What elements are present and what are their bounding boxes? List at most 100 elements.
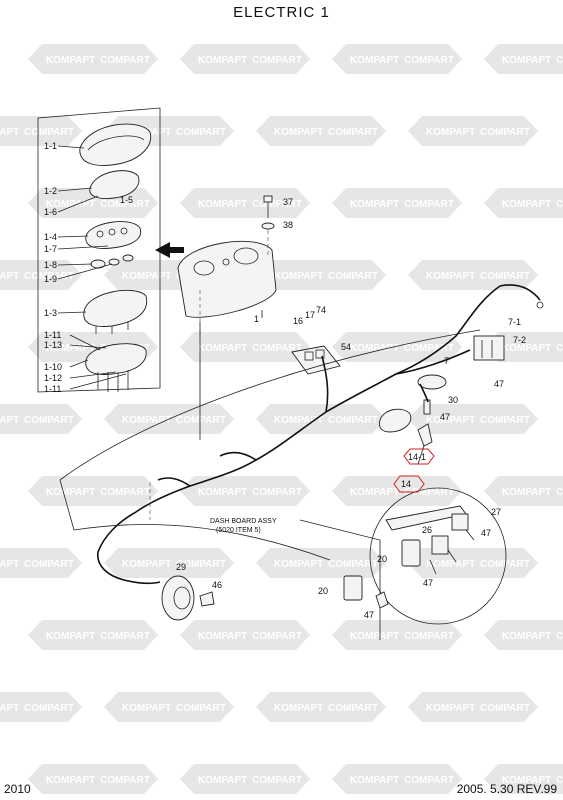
watermark-text-a: KOMPAPT [502,55,551,66]
watermark-text-a: KOMPAPT [0,559,19,570]
label-1-2: 1-2 [44,186,57,196]
watermark-text-a: KOMPAPT [198,775,247,786]
watermark-text-b: COMPART [24,271,74,282]
label-16: 16 [293,316,303,326]
watermark-text-b: COMPART [480,415,530,426]
footer-revision: 2005. 5.30 REV.99 [456,782,557,796]
watermark-text-a: KOMPAPT [502,343,551,354]
watermark-tile: KOMPAPT COMPART [180,476,310,506]
watermark-text-b: COMPART [404,775,454,786]
instrument-cluster-part [177,240,277,335]
watermark-text-a: KOMPAPT [350,487,399,498]
label-7-1: 7-1 [508,317,521,327]
hour-meter-part [161,575,215,621]
watermark-tile: KOMPAPT COMPART [408,260,538,290]
watermark-text-b: COMPART [100,775,150,786]
watermark-text-b: COMPART [328,415,378,426]
watermark-text-b: COMPART [328,559,378,570]
watermark-text-b: COMPART [556,487,563,498]
watermark-layer: KOMPAPT COMPART KOMPAPT COMPART KOMPAPT COMPA… [0,44,563,794]
watermark-text-b: COMPART [404,631,454,642]
watermark-text-b: COMPART [252,343,302,354]
cluster-cover-part [79,123,152,166]
watermark-text-a: KOMPAPT [502,631,551,642]
label-7: 7 [444,356,449,366]
label-26: 26 [422,525,432,535]
watermark-text-a: KOMPAPT [198,487,247,498]
watermark-text-a: KOMPAPT [0,415,19,426]
label-1-8: 1-8 [44,260,57,270]
wiring-harness [97,284,541,585]
watermark-text-b: COMPART [556,199,563,210]
watermark-text-a: KOMPAPT [274,127,323,138]
watermark-text-a: KOMPAPT [46,775,95,786]
watermark-text-b: COMPART [556,343,563,354]
watermark-text-b: COMPART [404,55,454,66]
relay-module-part [473,301,544,361]
watermark-tile: KOMPAPT COMPART [332,764,462,794]
watermark-text-a: KOMPAPT [426,127,475,138]
watermark-text-b: COMPART [480,271,530,282]
label-17: 17 [305,310,315,320]
watermark-text-a: KOMPAPT [274,271,323,282]
watermark-text-b: COMPART [556,55,563,66]
watermark-tile: KOMPAPT COMPART [180,764,310,794]
watermark-text-a: KOMPAPT [426,415,475,426]
detail-circle [369,487,507,625]
label-37: 37 [283,197,293,207]
watermark-text-b: COMPART [176,415,226,426]
watermark-tile: KOMPAPT COMPART [28,476,158,506]
watermark-text-a: KOMPAPT [122,559,171,570]
watermark-text-a: KOMPAPT [198,199,247,210]
watermark-tile: KOMPAPT COMPART [332,476,462,506]
relay-lower-part [343,575,389,609]
watermark-text-a: KOMPAPT [122,271,171,282]
watermark-text-b: COMPART [176,559,226,570]
switch-panel-part [291,345,341,375]
watermark-text-b: COMPART [252,487,302,498]
watermark-text-b: COMPART [176,127,226,138]
circuit-board-part [85,343,147,392]
watermark-text-b: COMPART [252,775,302,786]
watermark-text-b: COMPART [404,199,454,210]
callout-hexagons [393,445,435,493]
watermark-text-b: COMPART [556,631,563,642]
watermark-tile: KOMPAPT COMPART [104,548,234,578]
watermark-text-b: COMPART [252,199,302,210]
note-line-2: (5020 ITEM 5) [216,527,261,534]
label-46: 46 [212,580,222,590]
watermark-text-a: KOMPAPT [350,775,399,786]
watermark-tile: KOMPAPT COMPART [180,188,310,218]
watermark-text-a: KOMPAPT [46,487,95,498]
watermark-text-b: COMPART [100,55,150,66]
watermark-text-b: COMPART [100,487,150,498]
watermark-text-a: KOMPAPT [426,271,475,282]
label-20-a: 20 [377,554,387,564]
label-1-1: 1-1 [44,141,57,151]
watermark-text-b: COMPART [24,703,74,714]
label-1-7: 1-7 [44,244,57,254]
watermark-text-a: KOMPAPT [274,415,323,426]
label-1-4: 1-4 [44,232,57,242]
key-switch-part [379,399,433,447]
label-54: 54 [341,342,351,352]
label-1-11-bottom: 1-11 [44,384,61,394]
watermark-text-b: COMPART [328,703,378,714]
label-47-d: 47 [423,578,433,588]
watermark-text-b: COMPART [404,487,454,498]
label-1-9: 1-9 [44,274,57,284]
watermark-text-a: KOMPAPT [46,343,95,354]
note-line-1: DASH BOARD ASSY [210,518,277,525]
